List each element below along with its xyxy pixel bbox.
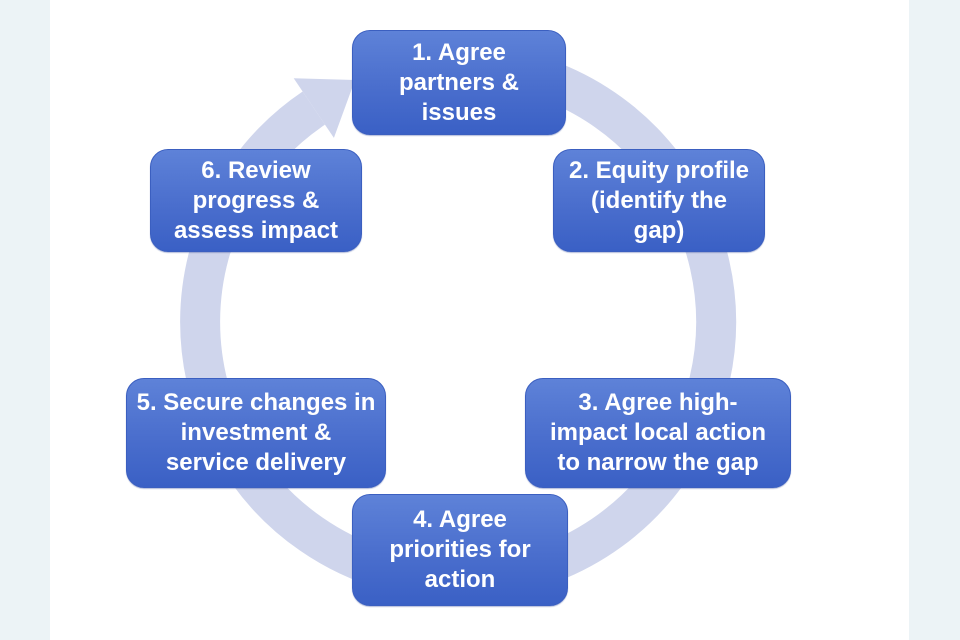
page-margin-right: [909, 0, 960, 640]
step-box-3: 3. Agree high- impact local action to na…: [525, 378, 791, 488]
step-label-1: 1. Agree partners & issues: [398, 38, 520, 126]
page-margin-left: [0, 0, 50, 640]
step-box-2: 2. Equity profile (identify the gap): [553, 149, 765, 252]
step-label-2: 2. Equity profile (identify the gap): [568, 156, 750, 244]
step-label-6: 6. Review progress & assess impact: [173, 156, 339, 244]
step-box-5: 5. Secure changes in investment & servic…: [126, 378, 386, 488]
step-box-6: 6. Review progress & assess impact: [150, 149, 362, 252]
step-label-4: 4. Agree priorities for action: [389, 506, 531, 593]
step-box-1: 1. Agree partners & issues: [352, 30, 566, 135]
step-label-5: 5. Secure changes in investment & servic…: [136, 389, 376, 476]
cycle-arrow-head-icon: [293, 78, 355, 138]
step-label-3: 3. Agree high- impact local action to na…: [549, 389, 767, 476]
step-box-4: 4. Agree priorities for action: [352, 494, 568, 606]
